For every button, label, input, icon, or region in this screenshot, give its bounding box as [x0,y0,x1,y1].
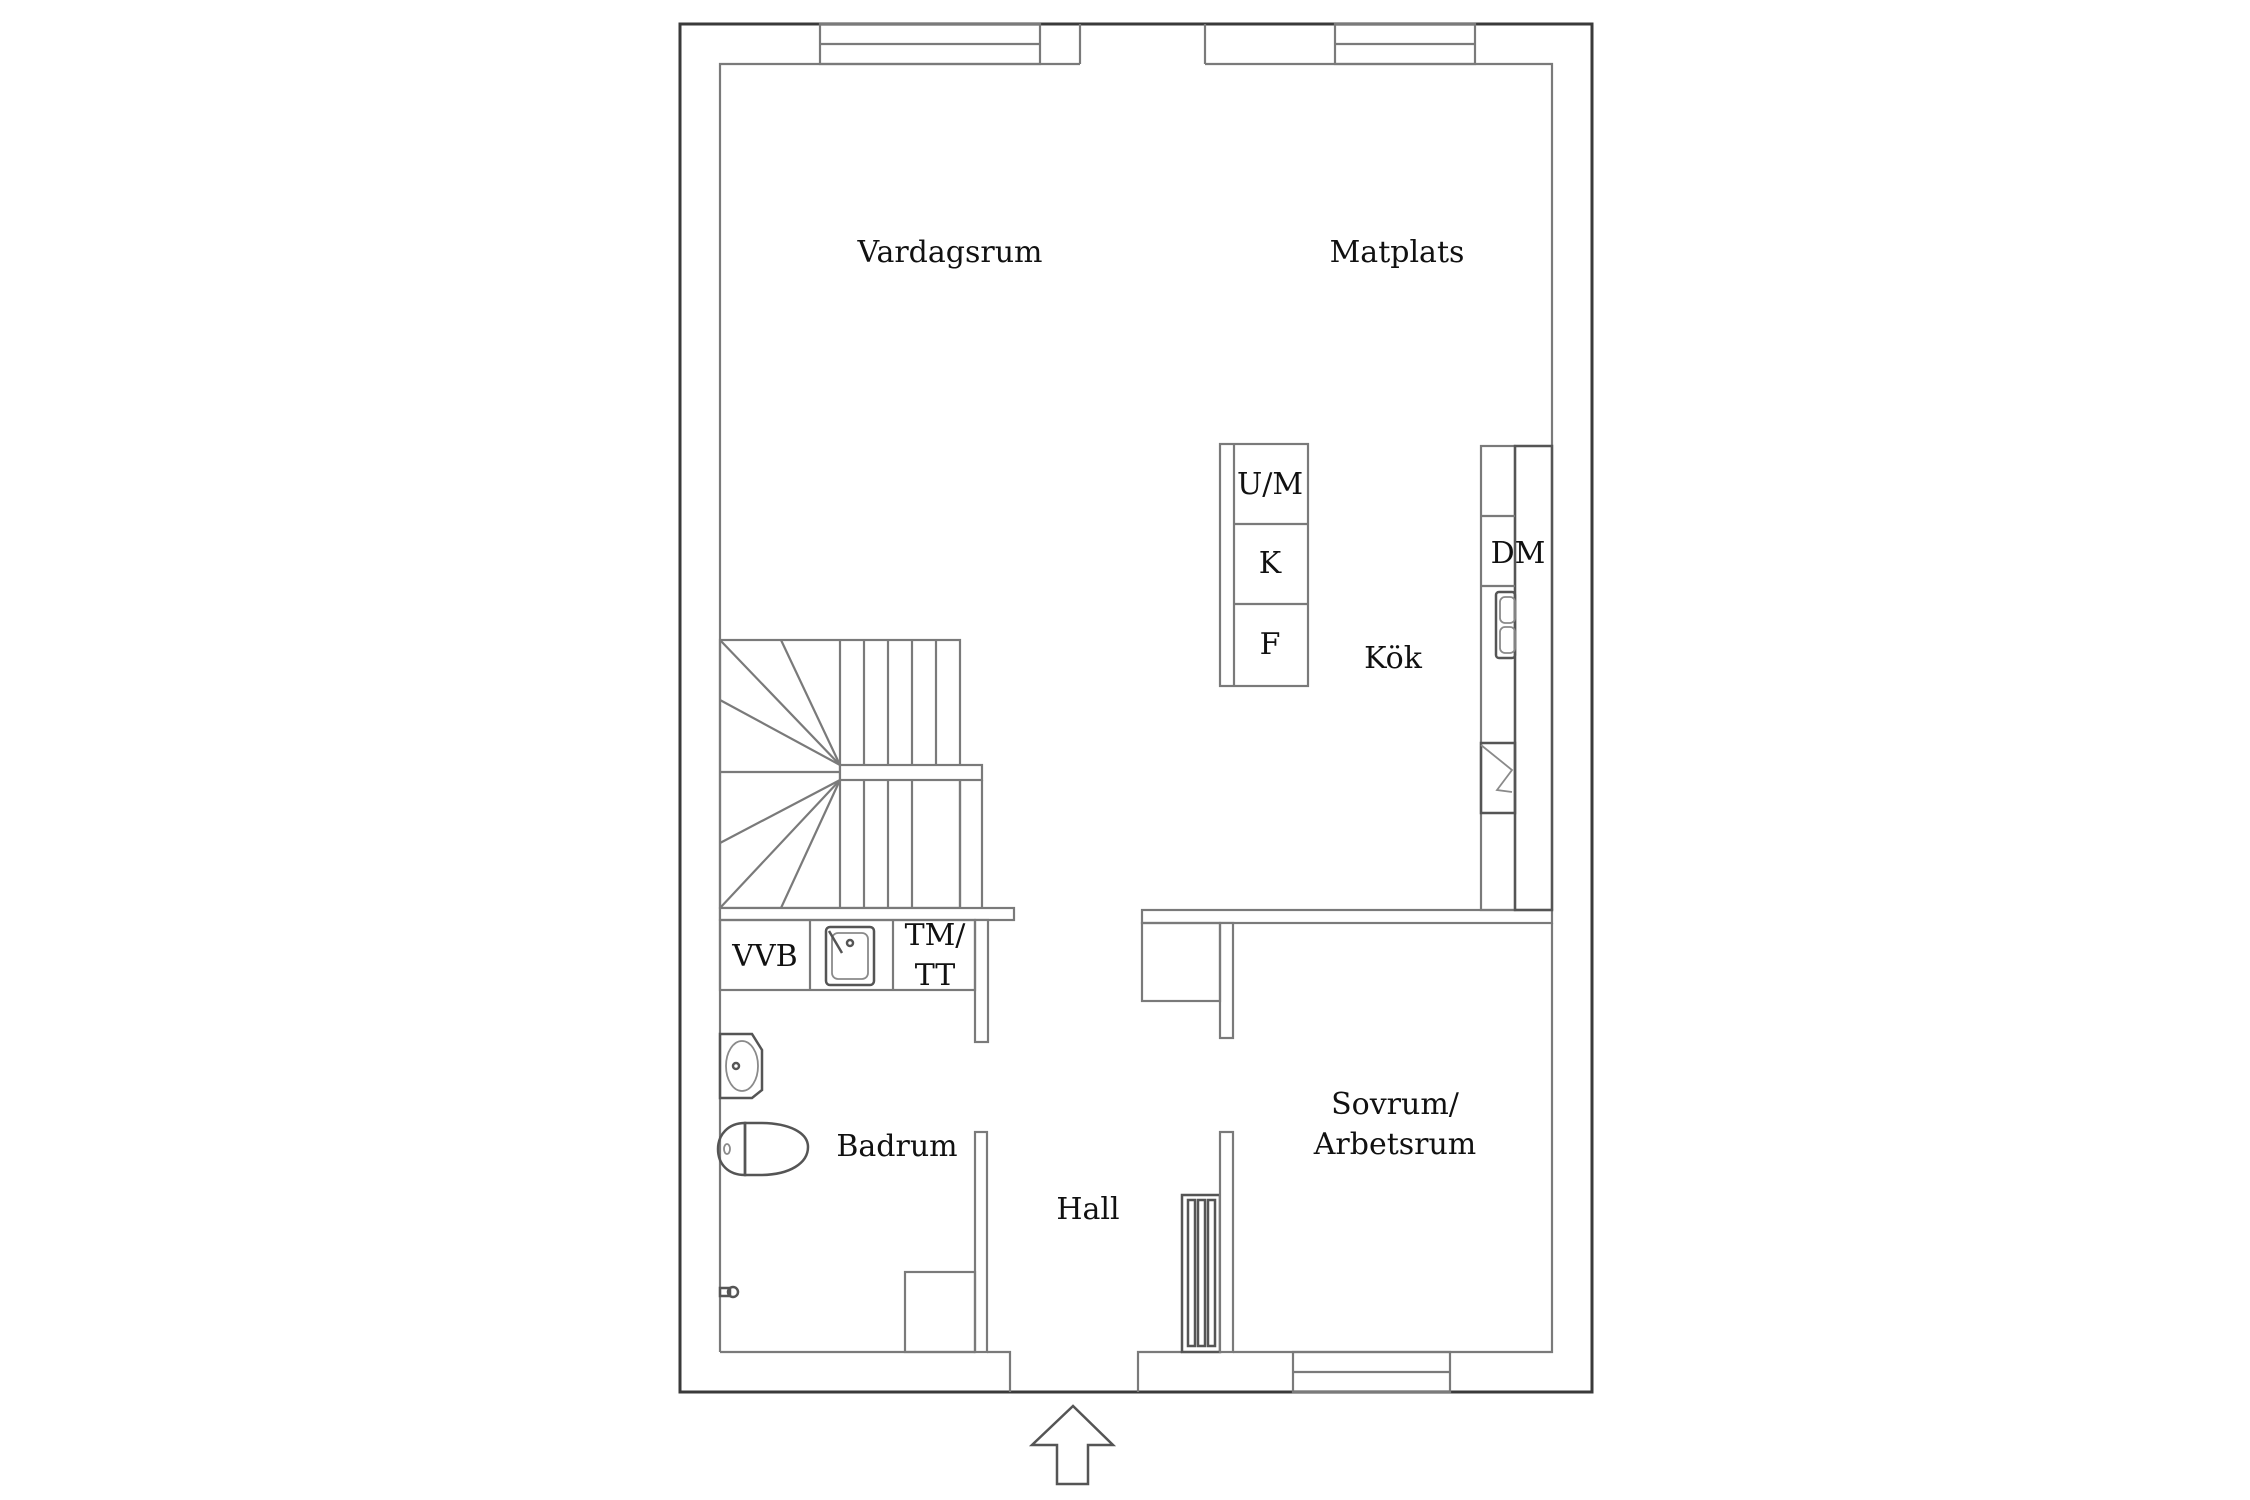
window-top-left [818,22,1042,66]
toilet-icon [716,1121,810,1177]
laundry-area: VVB TM/ TT [718,906,1016,1044]
label-badrum: Badrum [836,1129,957,1164]
label-hall: Hall [1056,1192,1119,1227]
entrance-arrow-icon [1028,1404,1117,1486]
bathroom: Badrum [716,1032,989,1354]
outer-walls [678,22,1594,1394]
utility-sink-icon [824,925,876,987]
hall: Hall [987,1130,1235,1392]
label-dm: DM [1491,536,1546,571]
label-um: U/M [1237,467,1303,502]
kitchen-island: U/M K F [1218,442,1310,688]
label-f: F [1260,627,1281,662]
label-tm: TM/ [905,918,967,953]
kitchen-partition [1140,908,1554,1040]
label-vvb: VVB [731,939,797,974]
label-kok: Kök [1364,641,1423,676]
staircase [718,638,984,910]
bedroom: Sovrum/ Arbetsrum [1233,923,1554,1394]
stove-icon [1479,741,1517,815]
kitchen-sink-icon [1494,590,1517,660]
label-tt: TT [915,958,956,993]
label-vardagsrum: Vardagsrum [857,235,1043,270]
label-sovrum: Sovrum/ [1331,1087,1460,1122]
shower-icon [718,1285,740,1299]
window-top-right [1333,22,1477,66]
radiator-icon [1180,1193,1222,1354]
kitchen-counter: DM Kök [1364,444,1554,912]
label-arbetsrum: Arbetsrum [1313,1127,1477,1162]
label-k: K [1259,546,1282,581]
window-bottom-right [1291,1350,1452,1394]
label-matplats: Matplats [1330,235,1465,270]
washbasin-icon [718,1032,764,1100]
